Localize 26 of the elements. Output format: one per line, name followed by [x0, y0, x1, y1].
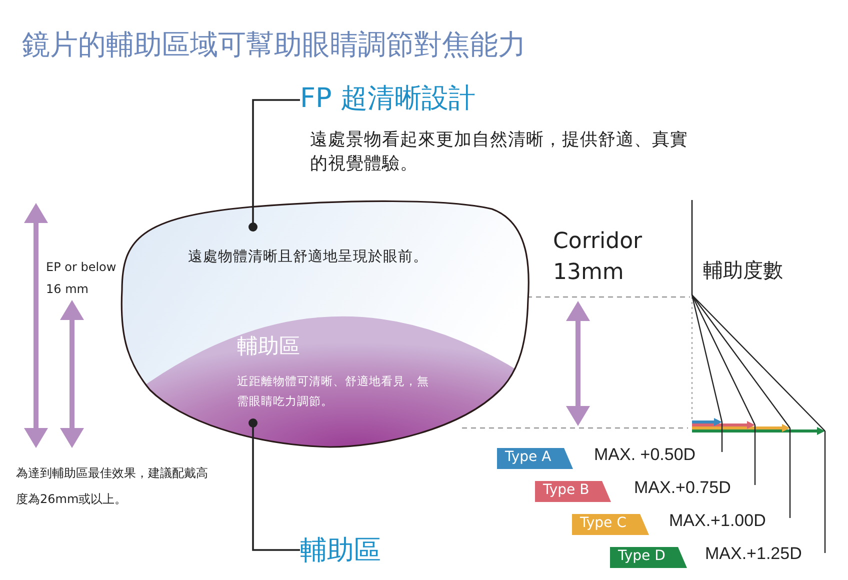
note-text: 為達到輔助區最佳效果，建議配戴高度為26mm或以上。 — [16, 465, 209, 508]
max-power-label: MAX.+1.00D — [669, 511, 766, 531]
dimension-label: EP or below 16 mm — [46, 259, 118, 298]
type-badge — [497, 448, 573, 469]
type-label: Type D — [618, 548, 666, 564]
type-badge — [535, 481, 611, 502]
zone-description: 近距離物體可清晰、舒適地看見，無需眼睛吃力調節。 — [237, 373, 430, 410]
zone-heading: 輔助區 — [237, 333, 300, 360]
max-power-label: MAX.+0.75D — [634, 478, 731, 498]
title: 鏡片的輔助區域可幫助眼睛調節對焦能力 — [22, 27, 526, 63]
callout-heading: FP 超清晰設計 — [300, 82, 476, 116]
leader-line — [248, 418, 300, 551]
max-power-label: MAX. +0.50D — [594, 445, 696, 465]
type-label: Type C — [580, 515, 626, 531]
type-badge — [572, 514, 649, 535]
type-label: Type A — [505, 449, 552, 465]
max-power-label: MAX.+1.25D — [705, 544, 802, 564]
lens-description: 遠處物體清晰且舒適地呈現於眼前。 — [188, 248, 428, 266]
axis-label: 輔助度數 — [703, 257, 783, 284]
lens-outline — [120, 203, 530, 448]
type-badge — [610, 547, 687, 568]
dimension-label: Corridor 13mm — [553, 228, 644, 287]
callout-description: 遠處景物看起來更加自然清晰，提供舒適、真實的視覺體驗。 — [310, 129, 689, 176]
type-label: Type B — [543, 482, 590, 498]
callout-heading: 輔助區 — [300, 534, 381, 568]
leader-line — [248, 99, 300, 232]
